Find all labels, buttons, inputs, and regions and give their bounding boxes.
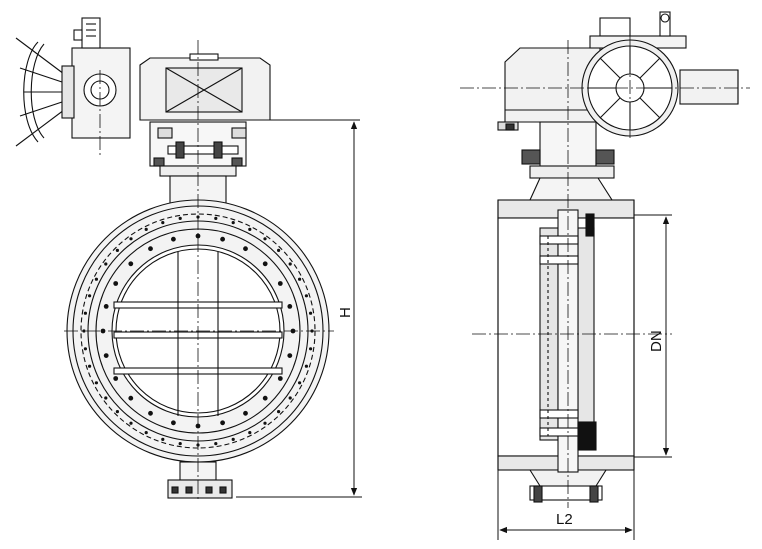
bolt-hole (171, 236, 176, 242)
bolt-hole (94, 277, 98, 281)
bolt-hole (144, 227, 148, 231)
bolt-hole (104, 396, 108, 400)
bolt-hole (113, 281, 119, 286)
bolt-hole (243, 246, 248, 252)
centerlines-side (460, 36, 750, 508)
bolt-holes (82, 215, 314, 447)
bolt-hole (115, 248, 119, 252)
bolt-hole (287, 304, 293, 309)
bolt-hole (287, 353, 293, 358)
bolt-hole (103, 304, 109, 309)
bolt-hole (104, 262, 108, 266)
bolt-hole (220, 236, 226, 242)
bolt-hole (83, 347, 87, 351)
bolt-hole (263, 237, 267, 241)
bolt-hole (214, 216, 218, 220)
bolt-hole (248, 431, 252, 435)
bolt-hole (88, 364, 92, 368)
dimension-H (236, 121, 362, 498)
bolt-hole (248, 227, 252, 231)
bolt-hole (231, 221, 235, 225)
bolt-hole (178, 442, 182, 446)
bolt-hole (148, 410, 153, 416)
dimension-DN (634, 214, 672, 458)
dimension-L2 (497, 470, 635, 540)
bolt-hole (171, 420, 176, 426)
handwheel (15, 37, 73, 147)
bolt-hole (288, 262, 292, 266)
centerlines-front (64, 40, 334, 500)
bolt-hole (195, 233, 201, 239)
bolt-hole (220, 420, 226, 426)
bolt-hole (277, 410, 281, 414)
gear-housing (497, 47, 601, 131)
bolt-hole (129, 421, 133, 425)
bolt-hole (298, 277, 302, 281)
bolt-hole (129, 237, 133, 241)
bolt-hole (243, 410, 248, 416)
bolt-hole (82, 329, 86, 333)
bolt-hole (262, 395, 268, 401)
electric-actuator (61, 17, 131, 139)
bolt-hole (148, 246, 153, 252)
bolt-hole (113, 376, 119, 381)
side-handwheel (581, 11, 739, 137)
bolt-hole (178, 216, 182, 220)
bolt-hole (83, 311, 87, 315)
bolt-hole (277, 281, 283, 286)
label-length: L2 (556, 511, 573, 528)
bolt-hole (298, 381, 302, 385)
bolt-hole (277, 248, 281, 252)
label-height: H (337, 307, 354, 318)
bolt-hole (277, 376, 283, 381)
bolt-hole (231, 437, 235, 441)
bolt-hole (214, 442, 218, 446)
bolt-hole (128, 261, 134, 267)
front-view (15, 17, 362, 500)
label-nominal-diameter: DN (648, 330, 665, 352)
bolt-hole (103, 353, 109, 358)
bolt-hole (115, 410, 119, 414)
bolt-hole (88, 294, 92, 298)
bolt-hole (161, 437, 165, 441)
bolt-hole (263, 421, 267, 425)
bolt-hole (128, 395, 134, 401)
bolt-hole (262, 261, 268, 267)
bolt-hole (309, 347, 313, 351)
bolt-hole (144, 431, 148, 435)
bolt-hole (161, 221, 165, 225)
side-view (460, 11, 750, 540)
bolt-hole (304, 294, 308, 298)
bolt-hole (309, 311, 313, 315)
bolt-hole (288, 396, 292, 400)
bolt-hole (304, 364, 308, 368)
bottom-support (167, 461, 233, 499)
gearbox (139, 53, 360, 121)
bolt-hole (94, 381, 98, 385)
